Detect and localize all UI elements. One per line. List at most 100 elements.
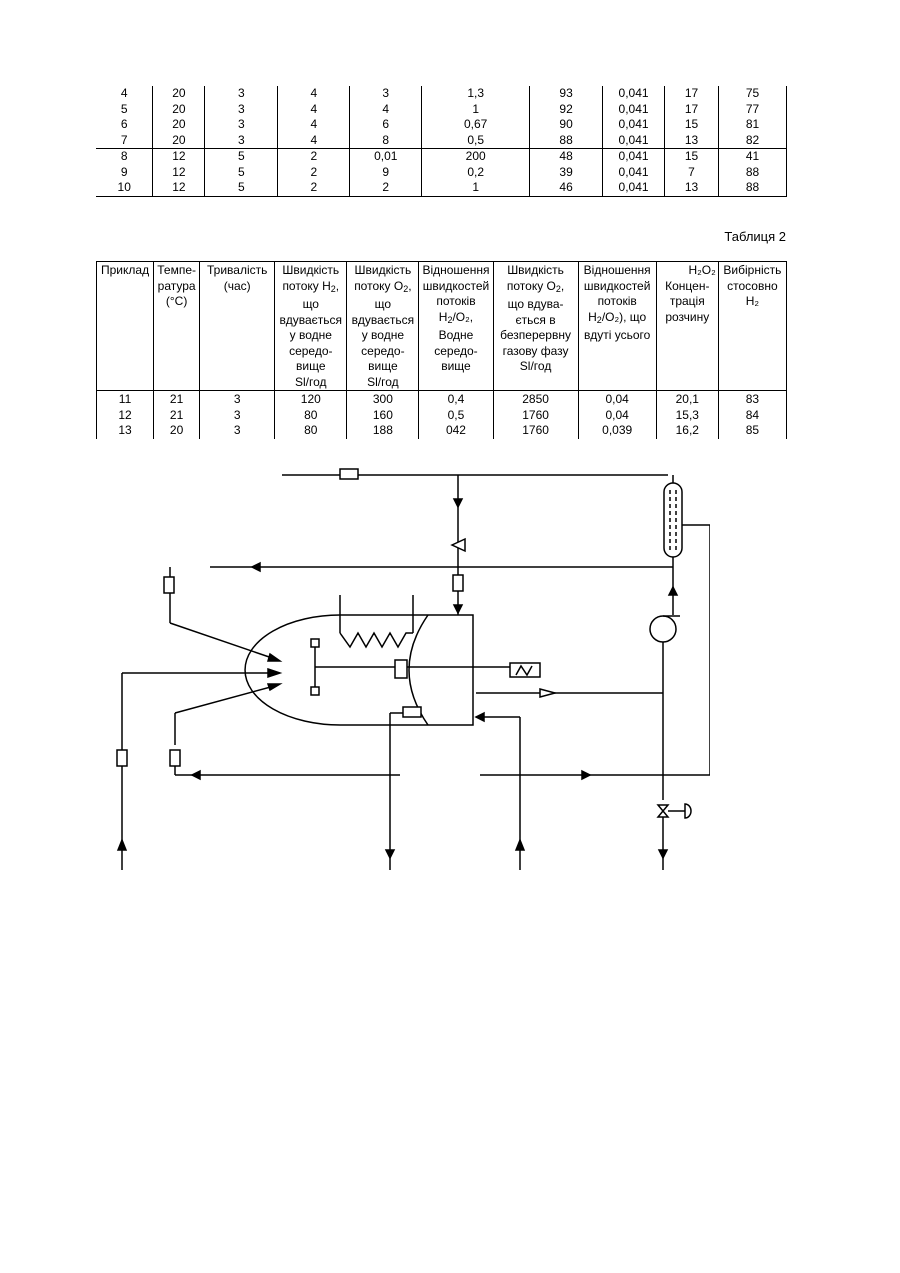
header-text: H₂: [746, 294, 759, 308]
table-cell: 3: [200, 391, 275, 408]
header-line: потоку H2,: [277, 279, 344, 298]
header-line: Sl/год: [277, 375, 344, 391]
table-cell: 0,041: [603, 165, 665, 181]
table-cell: 5: [205, 149, 278, 165]
header-line: Вибірність: [721, 263, 784, 279]
table-row: 5203441920,0411777: [96, 102, 787, 118]
table-cell: 12: [153, 180, 205, 196]
table-cell: 88: [718, 180, 786, 196]
table-cell: 48: [530, 149, 603, 165]
table-cell: 20: [153, 102, 205, 118]
header-line: вдуті усього: [581, 328, 654, 344]
flow-meter-top: [340, 469, 358, 479]
table-row: 7203480,5880,0411382: [96, 133, 787, 149]
table-cell: 4: [278, 102, 350, 118]
header-line: Темпе-: [156, 263, 197, 279]
table-cell: 75: [718, 86, 786, 102]
table-2-caption: Таблиця 2: [724, 229, 786, 244]
header-text: Відношення: [584, 263, 651, 277]
table-cell: 0,041: [603, 86, 665, 102]
table-cell: 9: [96, 165, 153, 181]
header-line: потоків: [421, 294, 490, 310]
table-cell: 0,4: [419, 391, 493, 408]
header-line: розчину: [659, 310, 716, 326]
table-cell: 120: [275, 391, 347, 408]
table-cell: 2: [278, 149, 350, 165]
header-suffix: /O₂), що: [602, 310, 646, 324]
header-line: потоку O2,: [349, 279, 416, 298]
header-line: потоку O2,: [496, 279, 576, 298]
header-line: що: [277, 297, 344, 313]
header-text: Sl/год: [520, 359, 552, 373]
table-cell: 90: [530, 117, 603, 133]
table-cell: 0,04: [578, 408, 656, 424]
header-line: Швидкість: [349, 263, 416, 279]
table-cell: 20: [153, 133, 205, 149]
table-cell: 20: [153, 86, 205, 102]
header-text: що: [303, 297, 319, 311]
table-cell: 77: [718, 102, 786, 118]
header-text: Sl/год: [295, 375, 327, 389]
table-cell: 4: [96, 86, 153, 102]
header-line: безперервну: [496, 328, 576, 344]
column-header: ВибірністьстосовноH₂: [718, 262, 786, 391]
header-suffix: /O₂,: [452, 310, 473, 324]
table-cell: 3: [205, 102, 278, 118]
column-header: ВідношенняшвидкостейпотоківH2/O₂,Воднесе…: [419, 262, 493, 391]
table-cell: 1760: [493, 423, 578, 439]
header-line: Швидкість: [277, 263, 344, 279]
table-cell: 83: [718, 391, 786, 408]
header-text: вище: [441, 359, 471, 373]
header-line: Sl/год: [349, 375, 416, 391]
header-line: потоків: [581, 294, 654, 310]
table-cell: 88: [718, 165, 786, 181]
check-valve-icon: [540, 689, 555, 697]
table-cell: 93: [530, 86, 603, 102]
table-cell: 3: [205, 117, 278, 133]
column-header: Швидкістьпотоку H2,щовдуваєтьсяу воднесе…: [275, 262, 347, 391]
table-cell: 4: [278, 117, 350, 133]
table-cell: 81: [718, 117, 786, 133]
header-text: Sl/год: [367, 375, 399, 389]
header-text: вдувається: [352, 313, 415, 327]
header-text: безперервну: [500, 328, 571, 342]
motor-icon: [510, 663, 540, 677]
header-text: трація: [670, 294, 705, 308]
header-line: газову фазу: [496, 344, 576, 360]
table-cell: 46: [530, 180, 603, 196]
table-cell: 0,01: [350, 149, 422, 165]
header-line: середо-: [277, 344, 344, 360]
header-line: (час): [202, 279, 272, 295]
data-table-1: 4203431,3930,04117755203441920,041177762…: [96, 86, 787, 197]
table-cell: 13: [665, 180, 719, 196]
header-text: газову фазу: [503, 344, 569, 358]
table-cell: 3: [200, 408, 275, 424]
header-line: H₂: [721, 294, 784, 310]
header-text: у водне: [362, 328, 404, 342]
header-line: у водне: [349, 328, 416, 344]
header-text: Швидкість: [282, 263, 339, 277]
header-text: що: [375, 297, 391, 311]
header-text: Темпе-: [157, 263, 196, 277]
table-row: 112131203000,428500,0420,183: [97, 391, 787, 408]
column-header: Приклад: [97, 262, 154, 391]
table-cell: 1,3: [422, 86, 530, 102]
header-text: Відношення: [422, 263, 489, 277]
header-text: Швидкість: [507, 263, 564, 277]
table-cell: 12: [153, 149, 205, 165]
header-text: середо-: [361, 344, 404, 358]
table-cell: 200: [422, 149, 530, 165]
table-cell: 0,5: [422, 133, 530, 149]
header-line: (°C): [156, 294, 197, 310]
table-cell: 0,041: [603, 133, 665, 149]
header-line: ється в: [496, 313, 576, 329]
header-text: потоку O: [507, 279, 556, 293]
table-cell: 4: [350, 102, 422, 118]
control-valve-icon: [658, 805, 668, 817]
header-line: Швидкість: [496, 263, 576, 279]
header-text: (°C): [166, 294, 187, 308]
table-cell: 0,041: [603, 180, 665, 196]
table-cell: 160: [347, 408, 419, 424]
table-cell: 5: [205, 180, 278, 196]
table-cell: 3: [205, 86, 278, 102]
